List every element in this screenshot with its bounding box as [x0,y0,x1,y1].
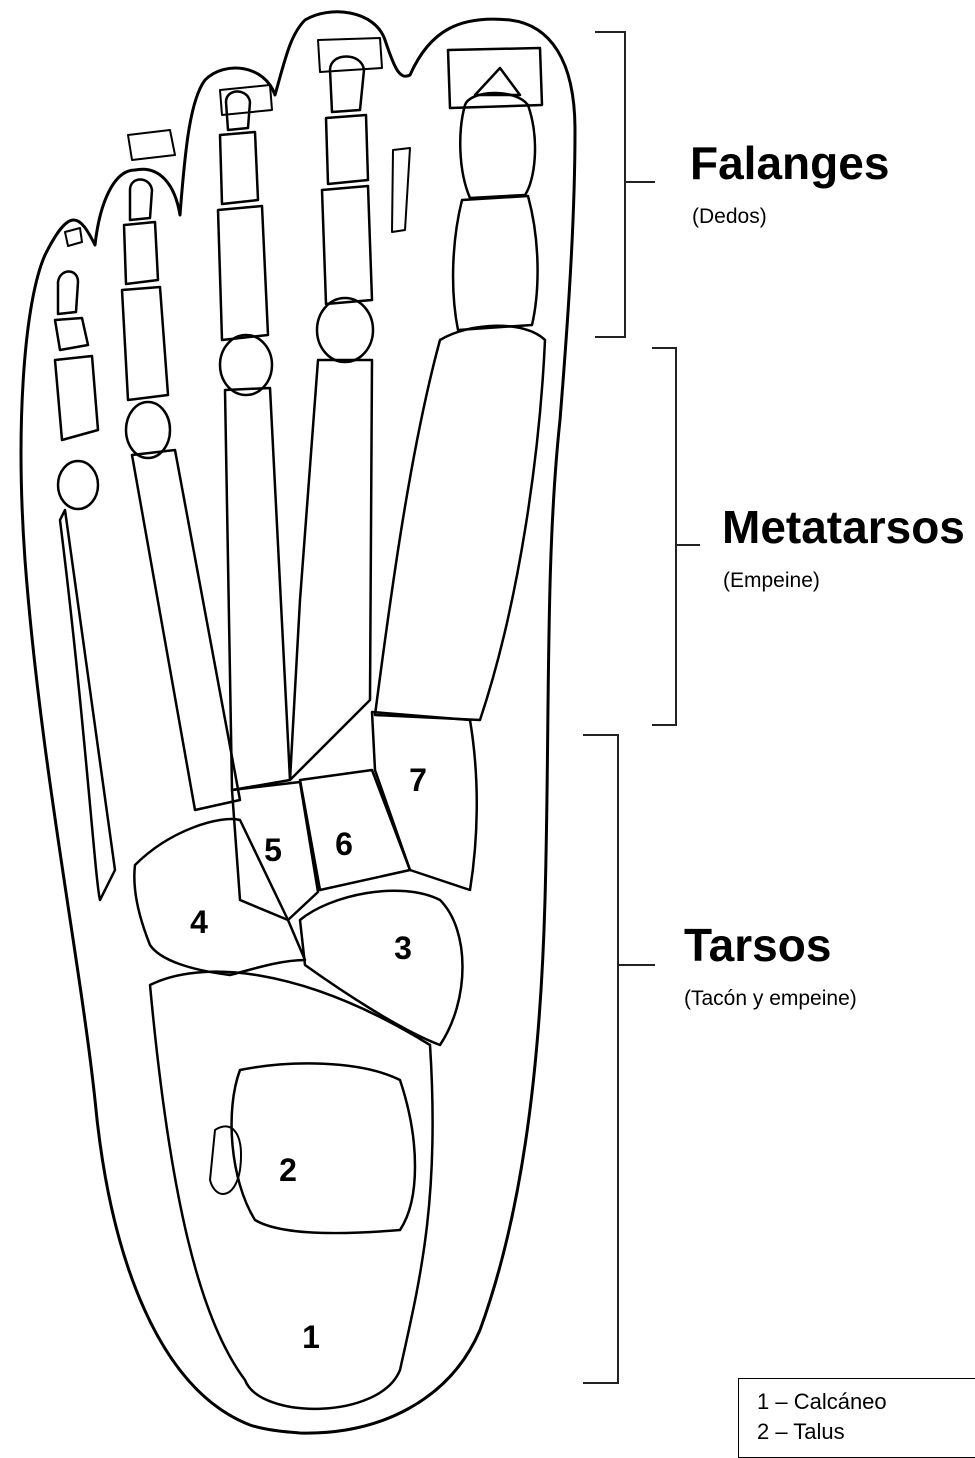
region-subtitle-tarsos: (Tacón y empeine) [684,988,857,1009]
bone-number-4: 4 [190,906,208,938]
bracket-metatarsos [652,348,700,725]
legend-item-calcaneo: 1 – Calcáneo [757,1387,975,1417]
legend-box: 1 – Calcáneo 2 – Talus [738,1378,975,1458]
bone-number-7: 7 [409,764,427,796]
bracket-falanges [595,32,655,337]
bracket-tarsos [583,735,655,1383]
bone-number-1: 1 [302,1321,320,1353]
foot-outline [21,12,575,1433]
region-title-falanges: Falanges [690,140,889,186]
region-subtitle-metatarsos: (Empeine) [723,570,820,591]
bone-number-2: 2 [279,1154,297,1186]
legend-item-talus: 2 – Talus [757,1417,975,1447]
region-title-metatarsos: Metatarsos [722,504,965,550]
bone-number-6: 6 [335,828,353,860]
region-subtitle-falanges: (Dedos) [692,206,767,227]
region-title-tarsos: Tarsos [684,922,831,968]
bone-number-5: 5 [264,834,282,866]
bone-number-3: 3 [394,932,412,964]
